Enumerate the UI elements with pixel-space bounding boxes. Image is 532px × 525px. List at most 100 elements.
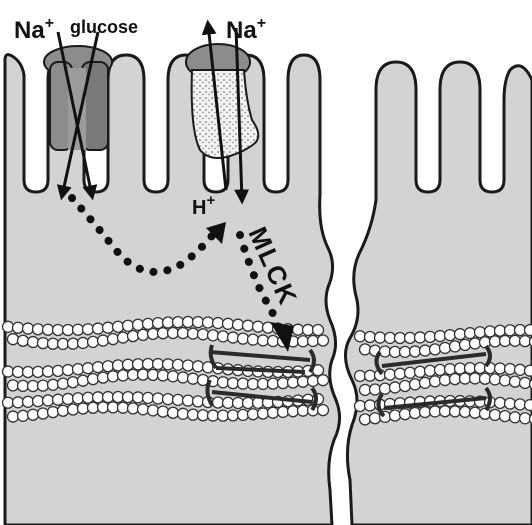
lipid-bead [500, 335, 511, 346]
lipid-bead [143, 359, 154, 370]
lipid-bead [118, 370, 129, 381]
lipid-bead [313, 324, 324, 335]
lipid-bead [193, 317, 204, 328]
lipid-bead [188, 328, 199, 339]
lipid-bead [188, 373, 199, 384]
lipid-bead [223, 318, 234, 329]
lipid-bead [73, 324, 84, 335]
lipid-bead [3, 321, 14, 332]
lipid-bead [430, 344, 441, 355]
lipid-bead [118, 332, 129, 343]
lipid-bead [520, 377, 531, 388]
lipid-bead [78, 337, 89, 348]
lipid-bead [48, 379, 59, 390]
lipid-bead [158, 328, 169, 339]
lipid-bead [138, 404, 149, 415]
lipid-bead [248, 409, 259, 420]
right-cell [345, 62, 532, 525]
lipid-bead [420, 407, 431, 418]
lipid-bead [465, 363, 476, 374]
lipid-bead [108, 402, 119, 413]
lipid-bead [63, 393, 74, 404]
lipid-bead [58, 405, 69, 416]
lipid-bead [88, 336, 99, 347]
lipid-bead [118, 402, 129, 413]
lipid-bead [440, 406, 451, 417]
lipid-bead [258, 378, 269, 389]
lipid-bead [370, 384, 381, 395]
lipid-bead [83, 392, 94, 403]
lipid-bead [520, 336, 531, 347]
lipid-bead [68, 377, 79, 388]
lipid-bead [103, 322, 114, 333]
lipid-bead [525, 325, 532, 336]
lipid-bead [375, 332, 386, 343]
lipid-bead [385, 369, 396, 380]
lipid-bead [430, 376, 441, 387]
lipid-bead [18, 335, 29, 346]
lipid-bead [58, 338, 69, 349]
lipid-bead [103, 361, 114, 372]
lipid-bead [505, 325, 516, 336]
lipid-bead [213, 318, 224, 329]
lipid-bead [113, 392, 124, 403]
lipid-bead [258, 335, 269, 346]
lipid-bead [490, 374, 501, 385]
lipid-bead [278, 378, 289, 389]
glucose-label: glucose [70, 17, 138, 37]
lipid-bead [208, 410, 219, 421]
lipid-bead [395, 368, 406, 379]
lipid-bead [78, 375, 89, 386]
lipid-bead [355, 331, 366, 342]
lipid-bead [88, 374, 99, 385]
lipid-bead [153, 359, 164, 370]
lipid-bead [495, 363, 506, 374]
lipid-bead [238, 333, 249, 344]
lipid-bead [168, 407, 179, 418]
lipid-bead [43, 324, 54, 335]
lipid-bead [425, 365, 436, 376]
lipid-bead [430, 406, 441, 417]
lipid-bead [88, 402, 99, 413]
lipid-bead [500, 411, 511, 422]
lipid-bead [13, 366, 24, 377]
lipid-bead [93, 323, 104, 334]
lipid-bead [108, 371, 119, 382]
lipid-bead [133, 319, 144, 330]
lipid-bead [143, 392, 154, 403]
lipid-bead [13, 322, 24, 333]
lipid-bead [425, 331, 436, 342]
lipid-bead [410, 407, 421, 418]
lipid-bead [445, 364, 456, 375]
lipid-bead [515, 325, 526, 336]
lipid-bead [8, 411, 19, 422]
na-label-right: Na+ [226, 15, 266, 44]
lipid-bead [365, 370, 376, 381]
na-right-sup: + [257, 15, 266, 32]
lipid-bead [505, 398, 516, 409]
lipid-bead [390, 346, 401, 357]
lipid-bead [440, 342, 451, 353]
lipid-bead [193, 396, 204, 407]
lipid-bead [3, 366, 14, 377]
lipid-bead [178, 372, 189, 383]
lipid-bead [308, 375, 319, 386]
lipid-bead [228, 410, 239, 421]
lipid-bead [228, 378, 239, 389]
lipid-bead [58, 378, 69, 389]
lipid-bead [148, 328, 159, 339]
lipid-bead [23, 396, 34, 407]
lipid-bead [525, 365, 532, 376]
lipid-bead [238, 409, 249, 420]
lipid-bead [318, 375, 329, 386]
lipid-bead [98, 335, 109, 346]
lipid-bead [268, 407, 279, 418]
lipid-bead [138, 329, 149, 340]
na-left-sup: + [45, 15, 54, 32]
lipid-bead [400, 380, 411, 391]
lipid-bead [470, 407, 481, 418]
lipid-bead [268, 378, 279, 389]
lipid-bead [415, 332, 426, 343]
lipid-bead [8, 380, 19, 391]
lipid-bead [460, 373, 471, 384]
